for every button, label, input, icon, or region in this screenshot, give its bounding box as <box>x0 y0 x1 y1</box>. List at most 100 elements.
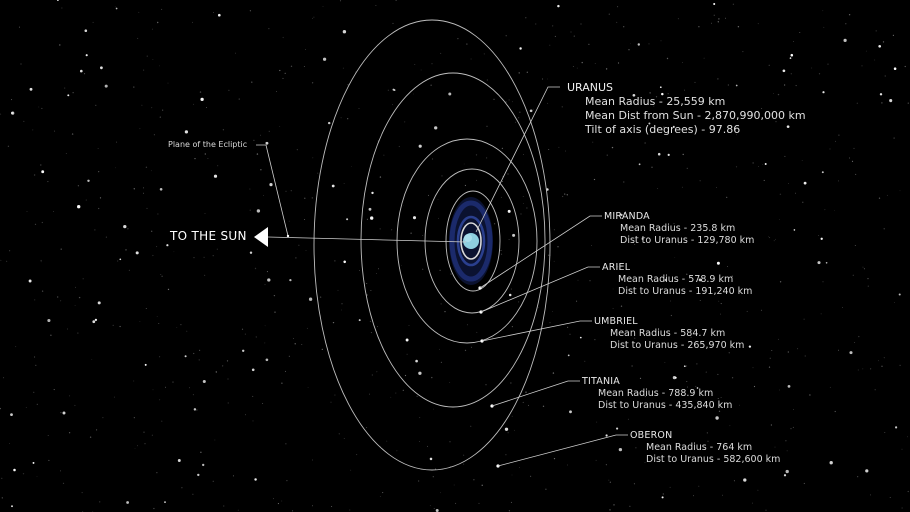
star <box>764 163 767 165</box>
star <box>838 349 840 351</box>
star <box>882 41 885 43</box>
star <box>797 348 799 350</box>
star <box>222 129 225 131</box>
star <box>151 434 154 436</box>
star <box>746 310 748 312</box>
star <box>3 377 5 379</box>
star <box>40 259 42 261</box>
star <box>686 167 688 170</box>
star <box>594 63 596 65</box>
star <box>785 469 789 474</box>
star <box>757 23 759 25</box>
star <box>717 398 719 399</box>
star <box>285 190 287 192</box>
star <box>265 141 269 145</box>
star <box>466 43 468 45</box>
star <box>255 336 257 338</box>
star <box>835 140 836 142</box>
star <box>718 18 720 20</box>
star <box>18 26 20 28</box>
star <box>648 122 651 125</box>
star <box>0 259 2 261</box>
star <box>303 65 305 68</box>
star <box>180 323 182 326</box>
star <box>473 479 475 481</box>
star <box>193 408 197 411</box>
star <box>351 166 352 167</box>
star <box>779 218 781 220</box>
star <box>501 181 503 182</box>
star <box>199 91 202 93</box>
star <box>312 157 314 159</box>
star <box>281 382 283 384</box>
star <box>410 232 412 234</box>
star <box>829 148 831 150</box>
star <box>644 142 646 144</box>
star <box>47 435 49 436</box>
ring-outer <box>449 200 493 282</box>
star <box>523 154 525 156</box>
star <box>775 121 777 123</box>
star <box>358 319 361 322</box>
star <box>119 325 121 328</box>
star <box>505 101 507 103</box>
star <box>273 294 276 297</box>
star <box>366 427 368 429</box>
star <box>542 78 544 80</box>
star <box>358 107 360 109</box>
star <box>795 85 797 87</box>
star <box>331 505 333 508</box>
star <box>29 87 33 91</box>
ariel-distance: Dist to Uranus - 191,240 km <box>618 286 753 297</box>
star <box>713 14 715 16</box>
star <box>620 305 623 307</box>
star <box>77 205 81 209</box>
star <box>192 21 194 23</box>
star <box>510 288 512 290</box>
star <box>159 356 161 358</box>
star <box>164 501 166 503</box>
star <box>790 53 794 57</box>
star <box>822 281 824 283</box>
star <box>649 92 651 94</box>
star <box>337 289 339 291</box>
star <box>771 350 773 351</box>
star <box>152 389 154 391</box>
moon-markers <box>478 286 500 468</box>
star <box>376 273 377 274</box>
star <box>204 213 206 215</box>
star <box>347 84 349 86</box>
star <box>592 141 594 143</box>
star <box>164 386 167 388</box>
star <box>686 386 689 388</box>
star <box>128 269 131 272</box>
star <box>113 396 115 398</box>
star <box>613 504 615 506</box>
star <box>463 463 465 465</box>
star <box>809 394 811 396</box>
star <box>617 266 619 268</box>
star <box>193 103 195 105</box>
star <box>501 253 503 255</box>
star <box>126 501 129 504</box>
star <box>68 432 71 434</box>
star <box>449 441 451 443</box>
star <box>522 196 524 197</box>
star <box>282 36 284 39</box>
star <box>803 482 805 485</box>
star <box>699 180 701 182</box>
star <box>717 373 719 375</box>
star <box>886 194 888 196</box>
star <box>231 231 232 233</box>
star <box>834 410 836 413</box>
star <box>50 334 52 336</box>
star <box>667 153 670 157</box>
star <box>260 134 261 136</box>
star <box>193 257 195 259</box>
star <box>369 320 371 322</box>
star <box>593 178 596 181</box>
star <box>181 487 183 489</box>
star <box>611 146 614 149</box>
star <box>285 443 287 445</box>
